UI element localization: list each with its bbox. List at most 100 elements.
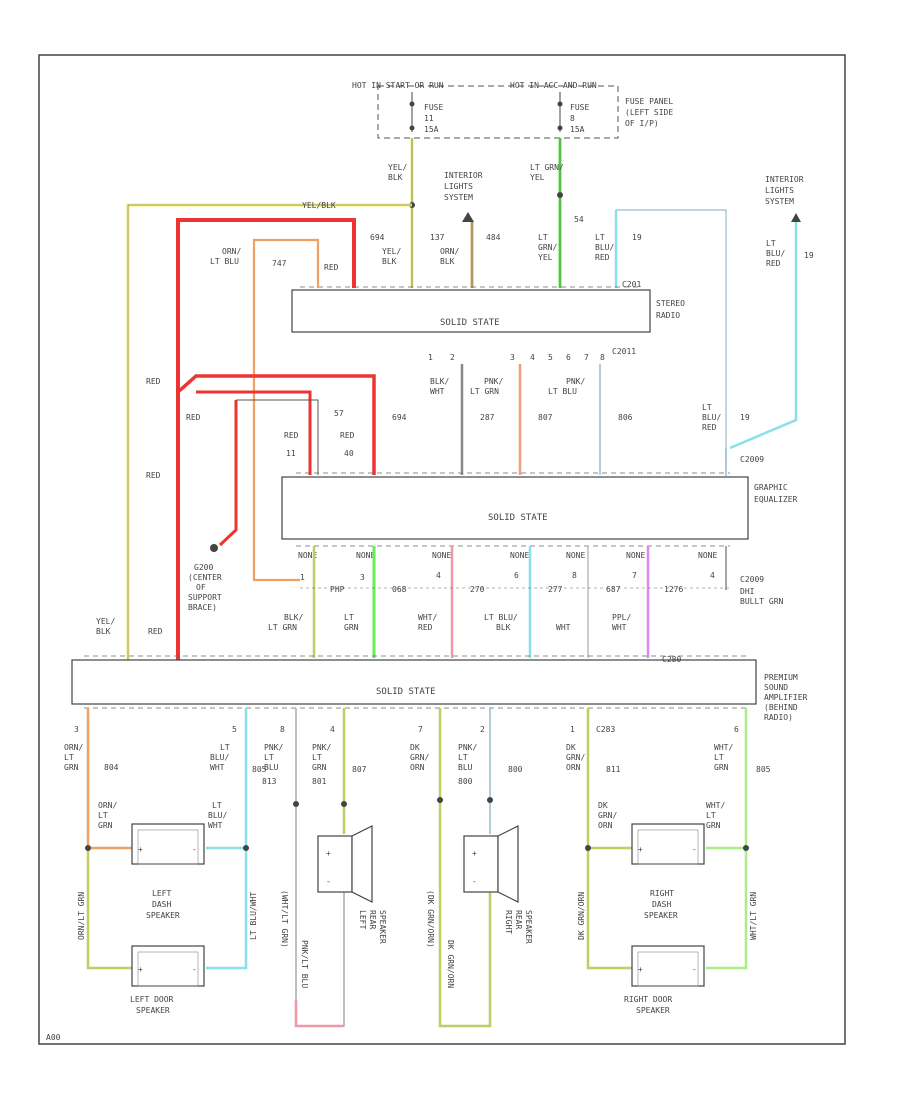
svg-text:SOUND: SOUND	[764, 683, 788, 692]
svg-text:-: -	[692, 845, 697, 854]
svg-text:15A: 15A	[424, 125, 439, 134]
svg-text:WHT: WHT	[210, 763, 225, 772]
svg-text:RADIO): RADIO)	[764, 713, 793, 722]
svg-text:REAR: REAR	[368, 910, 377, 929]
svg-text:ORN: ORN	[598, 821, 613, 830]
svg-text:BLU/: BLU/	[208, 811, 227, 820]
svg-text:YEL/: YEL/	[96, 617, 115, 626]
svg-text:DK GRN/ORN: DK GRN/ORN	[577, 892, 586, 940]
fuse-panel-area: HOT IN START OR RUN HOT IN ACC AND RUN F…	[352, 81, 673, 139]
svg-text:-: -	[472, 877, 477, 886]
svg-text:+: +	[638, 965, 643, 974]
svg-text:LT: LT	[595, 233, 605, 242]
svg-text:8: 8	[280, 725, 285, 734]
svg-text:ORN/: ORN/	[98, 801, 117, 810]
svg-text:GRN: GRN	[344, 623, 359, 632]
svg-text:C280: C280	[662, 655, 681, 664]
svg-text:(LEFT SIDE: (LEFT SIDE	[625, 108, 673, 117]
svg-text:EQUALIZER: EQUALIZER	[754, 495, 798, 504]
graphic-equalizer: SOLID STATE GRAPHIC EQUALIZER C2009	[281, 455, 798, 547]
svg-text:7: 7	[418, 725, 423, 734]
svg-text:LT: LT	[702, 403, 712, 412]
svg-text:1: 1	[300, 573, 305, 582]
svg-text:287: 287	[480, 413, 495, 422]
diagram-code: A00	[46, 1033, 61, 1042]
stereo-solid-state-label: SOLID STATE	[440, 318, 500, 328]
svg-text:OF: OF	[196, 583, 206, 592]
svg-text:LIGHTS: LIGHTS	[444, 182, 473, 191]
wire-yel-blk-run: YEL/BLK	[302, 201, 336, 210]
svg-text:YEL: YEL	[530, 173, 545, 182]
svg-text:2: 2	[450, 353, 455, 362]
svg-text:5: 5	[548, 353, 553, 362]
svg-text:5: 5	[232, 725, 237, 734]
svg-text:BLU/: BLU/	[595, 243, 614, 252]
ground-g200	[210, 544, 218, 552]
svg-text:54: 54	[574, 215, 584, 224]
svg-text:RED: RED	[702, 423, 717, 432]
svg-text:ORN/: ORN/	[64, 743, 83, 752]
svg-text:ORN: ORN	[566, 763, 581, 772]
svg-text:LT BLU: LT BLU	[210, 257, 239, 266]
svg-text:PNK/: PNK/	[458, 743, 477, 752]
svg-text:LT: LT	[220, 743, 230, 752]
premium-sound-amplifier: SOLID STATE PREMIUM SOUND AMPLIFIER (BEH…	[71, 655, 808, 734]
svg-text:LT BLU/: LT BLU/	[484, 613, 518, 622]
svg-text:PNK/: PNK/	[484, 377, 503, 386]
svg-text:RED: RED	[146, 471, 161, 480]
svg-text:801: 801	[312, 777, 327, 786]
svg-text:SPEAKER: SPEAKER	[136, 1006, 170, 1015]
svg-text:LT: LT	[98, 811, 108, 820]
svg-text:40: 40	[344, 449, 354, 458]
diagram-border	[38, 54, 846, 1045]
svg-text:PPL/: PPL/	[612, 613, 631, 622]
svg-text:137: 137	[430, 233, 445, 242]
svg-text:+: +	[472, 849, 477, 858]
svg-text:1276: 1276	[664, 585, 683, 594]
svg-text:(CENTER: (CENTER	[188, 573, 222, 582]
svg-text:LT: LT	[458, 753, 468, 762]
svg-text:DHI: DHI	[740, 587, 755, 596]
svg-text:DK: DK	[566, 743, 576, 752]
svg-text:LIGHTS: LIGHTS	[765, 186, 794, 195]
svg-text:NONE: NONE	[356, 551, 375, 560]
svg-text:BLK: BLK	[440, 257, 455, 266]
svg-text:RED: RED	[324, 263, 339, 272]
svg-text:19: 19	[740, 413, 750, 422]
svg-text:6: 6	[734, 725, 739, 734]
svg-text:RED: RED	[146, 377, 161, 386]
hot-acc-label: HOT IN ACC AND RUN	[510, 81, 597, 90]
svg-text:G200: G200	[194, 563, 213, 572]
svg-text:C283: C283	[596, 725, 615, 734]
svg-text:RED: RED	[418, 623, 433, 632]
left-door-speaker: + - LEFT DOOR SPEAKER	[130, 945, 205, 1015]
svg-text:LT BLU: LT BLU	[548, 387, 577, 396]
svg-text:LT BLU/WHT: LT BLU/WHT	[249, 892, 258, 940]
svg-text:RIGHT DOOR: RIGHT DOOR	[624, 995, 672, 1004]
svg-text:4: 4	[436, 571, 441, 580]
svg-text:RIGHT: RIGHT	[650, 889, 674, 898]
svg-text:+: +	[638, 845, 643, 854]
svg-text:BLK/: BLK/	[284, 613, 303, 622]
svg-text:805: 805	[756, 765, 771, 774]
svg-text:LT: LT	[538, 233, 548, 242]
svg-text:(WHT/LT GRN): (WHT/LT GRN)	[280, 890, 289, 948]
svg-text:694: 694	[370, 233, 385, 242]
svg-text:LT: LT	[264, 753, 274, 762]
wire-yel-blk-top: YEL/	[388, 163, 407, 172]
svg-text:LT: LT	[212, 801, 222, 810]
interior-lights-2: INTERIOR	[765, 175, 804, 184]
svg-text:+: +	[138, 845, 143, 854]
fuse-panel-label: FUSE PANEL	[625, 97, 673, 106]
svg-text:SPEAKER: SPEAKER	[146, 911, 180, 920]
svg-text:RIGHT: RIGHT	[504, 910, 513, 934]
svg-text:DASH: DASH	[652, 900, 671, 909]
stereo-radio: SOLID STATE STEREO RADIO C201 C2011	[291, 280, 685, 356]
interior-lights-1: INTERIOR	[444, 171, 483, 180]
svg-text:GRN/: GRN/	[410, 753, 429, 762]
svg-text:6: 6	[566, 353, 571, 362]
svg-text:GRN/: GRN/	[598, 811, 617, 820]
svg-text:277: 277	[548, 585, 563, 594]
svg-text:PNK/LT BLU: PNK/LT BLU	[300, 940, 309, 988]
svg-text:805: 805	[252, 765, 267, 774]
